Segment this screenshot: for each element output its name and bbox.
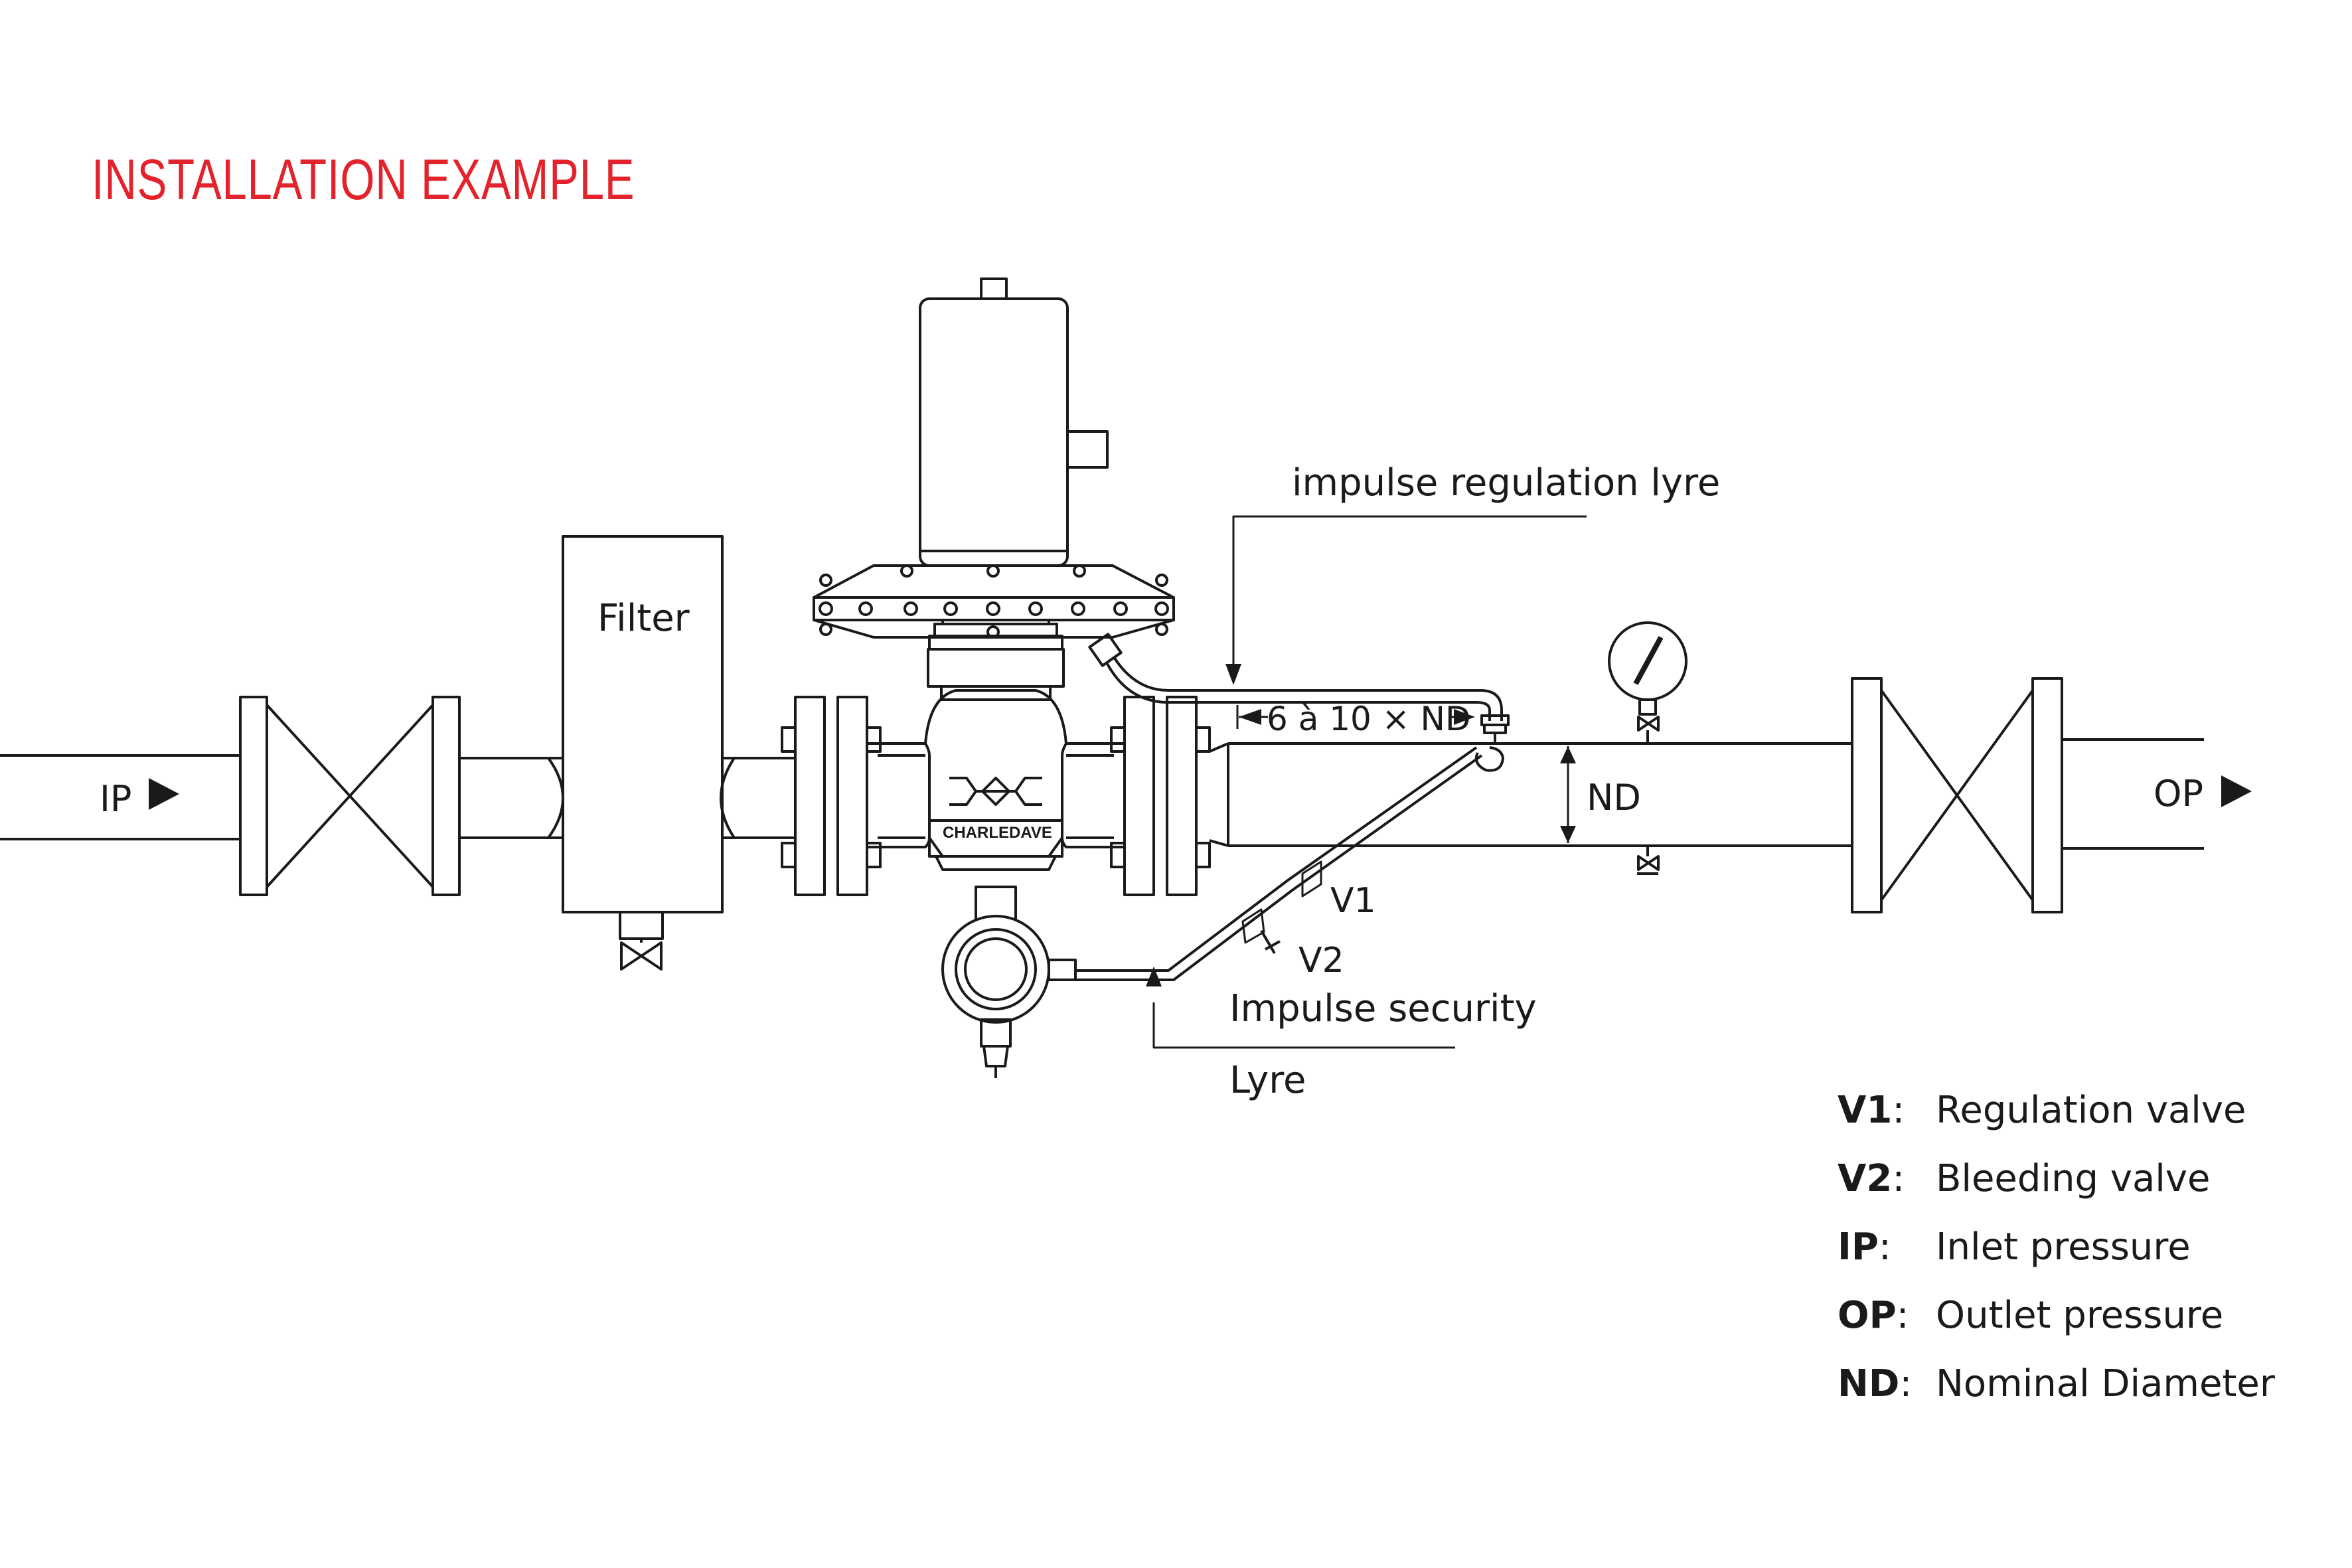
diaphragm-housing — [813, 564, 1175, 639]
security-shutoff-device — [941, 886, 1077, 1078]
ip-flow-arrow — [149, 778, 179, 810]
arrow-nd-bottom — [1560, 826, 1576, 843]
impulse-regulation-lyre-tube — [1088, 633, 1510, 744]
regulator-body — [781, 615, 1211, 896]
legend-key: V1 — [1838, 1089, 1893, 1132]
lyre-label: Lyre — [1229, 1059, 1306, 1102]
inlet-pipe — [0, 754, 239, 840]
v1-valve-symbol — [1301, 860, 1322, 898]
legend-value: Nominal Diameter — [1936, 1362, 2275, 1405]
pipe-valve-to-filter — [459, 757, 564, 839]
pipe-filter-to-regulator — [720, 757, 794, 839]
legend-key: ND — [1838, 1362, 1900, 1405]
v1-label: V1 — [1330, 881, 1376, 921]
brand-label: CHARLEDAVE — [943, 824, 1052, 842]
outlet-pipe — [2062, 738, 2204, 850]
page-title: INSTALLATION EXAMPLE — [92, 148, 635, 212]
nd-label: ND — [1587, 777, 1641, 819]
v2-valve-symbol — [1241, 908, 1265, 944]
filter — [562, 535, 724, 971]
arrow-impulse-regulation — [1225, 664, 1241, 685]
arrow-nd-top — [1560, 746, 1576, 763]
arrow-impulse-security — [1146, 967, 1162, 986]
outlet-pipe-section — [1209, 742, 1845, 847]
inlet-isolation-valve — [239, 696, 461, 896]
impulse-security-label: Impulse security — [1229, 987, 1537, 1030]
drain-tap — [1637, 846, 1660, 875]
arrow-distance-left — [1239, 709, 1261, 725]
distance-label: 6 à 10 × ND — [1267, 700, 1470, 738]
op-flow-arrow — [2221, 775, 2252, 807]
legend-value: Regulation valve — [1936, 1089, 2246, 1132]
legend-key: IP — [1838, 1225, 1879, 1269]
impulse-security-lyre-tube — [1075, 746, 1504, 981]
leader-lines — [1152, 515, 1587, 1049]
legend-value: Bleeding valve — [1936, 1157, 2211, 1200]
legend-value: Outlet pressure — [1936, 1294, 2224, 1337]
ip-label: IP — [100, 778, 132, 820]
arrow-distance-right — [1454, 709, 1475, 725]
filter-label: Filter — [597, 597, 690, 640]
actuator-cylinder — [919, 277, 1109, 567]
pressure-gauge — [1608, 621, 1687, 744]
legend-value: Inlet pressure — [1936, 1225, 2191, 1269]
impulse-regulation-lyre-label: impulse regulation lyre — [1292, 461, 1720, 505]
v2-label: V2 — [1298, 941, 1344, 980]
legend-key: V2 — [1838, 1157, 1893, 1200]
outlet-isolation-valve — [1845, 677, 2063, 913]
op-label: OP — [2154, 773, 2203, 815]
legend-key: OP — [1838, 1294, 1897, 1337]
